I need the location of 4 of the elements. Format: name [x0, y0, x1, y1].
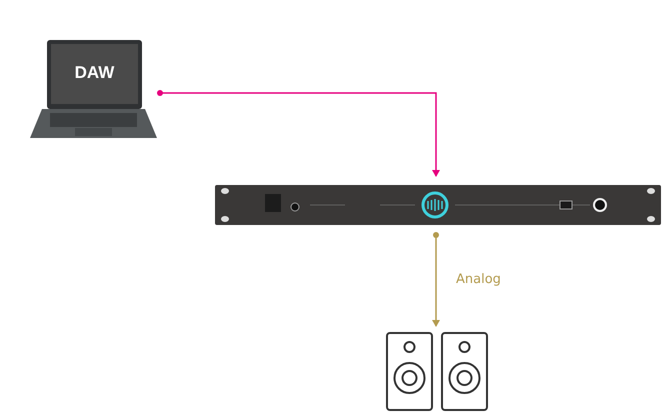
edge-label: Analog: [454, 272, 503, 286]
screen-label: DAW: [74, 63, 116, 83]
arrow: [157, 90, 440, 177]
arrow: [432, 232, 440, 327]
